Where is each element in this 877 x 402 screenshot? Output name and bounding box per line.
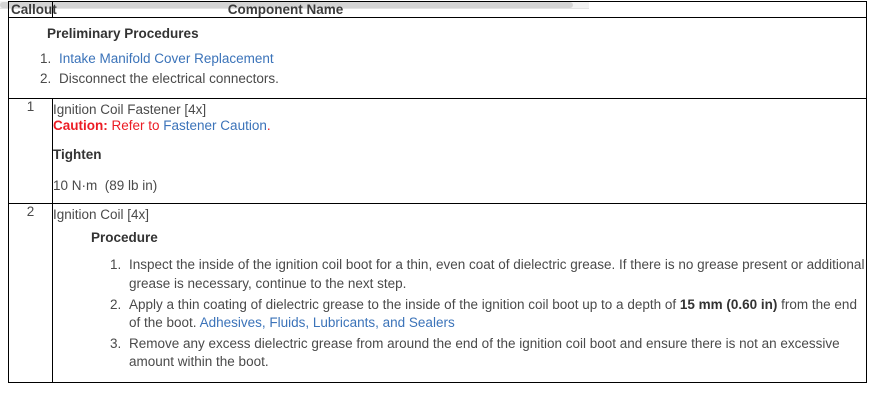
step-1-text: Inspect the inside of the ignition coil … bbox=[129, 257, 865, 291]
component-cell-2: Ignition Coil [4x] Procedure Inspect the… bbox=[52, 203, 867, 383]
torque-imperial: (89 lb in) bbox=[104, 178, 158, 194]
list-item: Remove any excess dielectric grease from… bbox=[125, 335, 866, 372]
step-2-measurement: 15 mm (0.60 in) bbox=[679, 296, 778, 312]
table-header: Callout Component Name bbox=[8, 1, 867, 18]
header-row: Callout Component Name bbox=[8, 1, 867, 18]
column-header-callout: Callout bbox=[8, 1, 57, 18]
step-2-text-part-2: from the end of the boot. bbox=[129, 296, 857, 331]
component-cell-1: Ignition Coil Fastener [4x] Caution: Ref… bbox=[52, 98, 867, 205]
caution-period: . bbox=[266, 118, 271, 134]
step-2-text-part-1: Apply a thin coating of dielectric greas… bbox=[129, 296, 680, 312]
table-body: Preliminary Procedures Intake Manifold C… bbox=[8, 16, 867, 383]
component-name-ignition-coil: Ignition Coil [4x] bbox=[53, 207, 150, 223]
column-header-component-name: Component Name bbox=[52, 1, 867, 18]
section-heading-preliminary: Preliminary Procedures bbox=[47, 26, 199, 41]
caution-label: Caution: bbox=[53, 118, 108, 134]
link-intake-manifold-cover-replacement[interactable]: Intake Manifold Cover Replacement bbox=[59, 51, 274, 66]
caution-notice: Caution: Refer to Fastener Caution. bbox=[53, 118, 866, 133]
procedure-step-list: Inspect the inside of the ignition coil … bbox=[53, 256, 866, 372]
section-heading-procedure: Procedure bbox=[91, 230, 158, 246]
step-3-text: Remove any excess dielectric grease from… bbox=[129, 335, 840, 370]
procedure-sheet: Callout Component Name Preliminary Proce… bbox=[8, 1, 867, 383]
link-fastener-caution[interactable]: Fastener Caution bbox=[163, 118, 267, 134]
component-name-ignition-coil-fastener: Ignition Coil Fastener [4x] bbox=[53, 102, 207, 118]
table-row: 1 Ignition Coil Fastener [4x] Caution: R… bbox=[8, 98, 867, 205]
preliminary-step-list: Intake Manifold Cover Replacement Discon… bbox=[9, 50, 866, 88]
callout-number-1: 1 bbox=[8, 98, 53, 205]
table-row: 2 Ignition Coil [4x] Procedure Inspect t… bbox=[8, 203, 867, 383]
link-adhesives-fluids-lubricants-and-sealers[interactable]: Adhesives, Fluids, Lubricants, and Seale… bbox=[199, 315, 455, 331]
torque-spec: 10 N·m (89 lb in) bbox=[53, 178, 866, 203]
list-item: Intake Manifold Cover Replacement bbox=[55, 50, 866, 69]
torque-metric: 10 N·m bbox=[53, 178, 98, 194]
callout-number-2: 2 bbox=[8, 203, 53, 383]
list-item: Disconnect the electrical connectors. bbox=[55, 70, 866, 89]
procedure-table: Callout Component Name Preliminary Proce… bbox=[8, 1, 867, 383]
preliminary-procedures-cell: Preliminary Procedures Intake Manifold C… bbox=[8, 16, 867, 100]
list-item: Inspect the inside of the ignition coil … bbox=[125, 256, 866, 293]
tighten-label: Tighten bbox=[53, 147, 102, 163]
list-item: Apply a thin coating of dielectric greas… bbox=[125, 296, 866, 333]
caution-text: Refer to bbox=[107, 118, 164, 134]
table-row: Preliminary Procedures Intake Manifold C… bbox=[8, 16, 867, 100]
